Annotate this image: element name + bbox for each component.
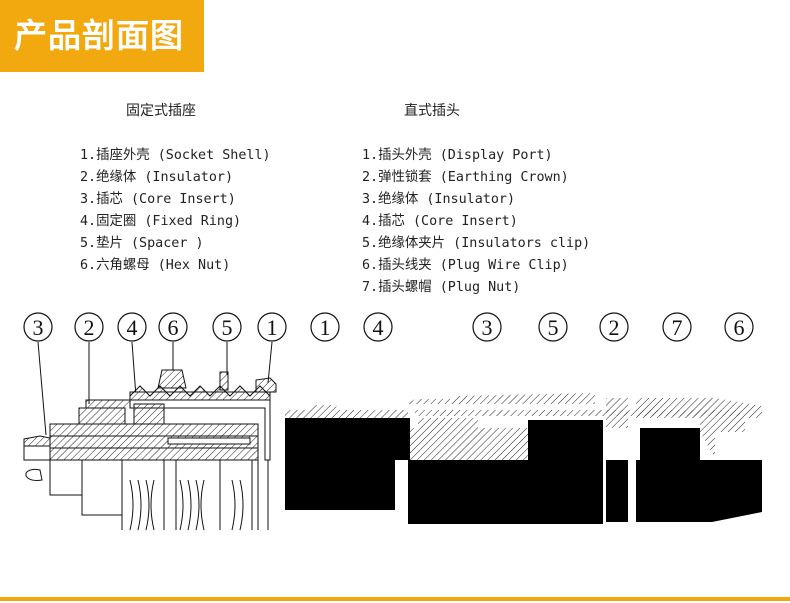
plug-part-item: 7.插头螺帽 (Plug Nut) [362, 280, 521, 295]
socket-drawing [23, 341, 277, 531]
plug-part-item: 3.绝缘体 (Insulator) [362, 192, 516, 207]
plug-title: 直式插头 [404, 103, 460, 119]
plug-callout-5: 5 [538, 312, 568, 342]
svg-text:3: 3 [482, 315, 493, 340]
plug-callout-6: 6 [724, 312, 754, 342]
page-title: 产品剖面图 [14, 16, 184, 55]
plug-callouts: 1 4 3 5 2 7 6 [310, 312, 754, 342]
socket-title: 固定式插座 [126, 103, 196, 119]
plug-callout-7: 7 [662, 312, 692, 342]
plug-part-item: 4.插芯 (Core Insert) [362, 214, 518, 229]
plug-part-item: 6.插头线夹 (Plug Wire Clip) [362, 258, 569, 273]
socket-callout-6: 6 [158, 312, 188, 342]
plug-callout-1: 1 [310, 312, 340, 342]
socket-callout-1: 1 [257, 312, 287, 342]
svg-text:5: 5 [548, 315, 559, 340]
socket-part-item: 6.六角螺母 (Hex Nut) [80, 258, 231, 273]
socket-parts-list: 1.插座外壳 (Socket Shell) 2.绝缘体 (Insulator) … [80, 145, 271, 277]
svg-text:2: 2 [84, 315, 95, 340]
svg-text:1: 1 [267, 315, 278, 340]
svg-text:6: 6 [734, 315, 745, 340]
socket-part-item: 4.固定圈 (Fixed Ring) [80, 214, 242, 229]
svg-text:1: 1 [320, 315, 331, 340]
plug-parts-list: 1.插头外壳 (Display Port) 2.弹性锁套 (Earthing C… [362, 145, 590, 299]
socket-callout-4: 4 [117, 312, 147, 342]
svg-text:2: 2 [609, 315, 620, 340]
svg-text:5: 5 [222, 315, 233, 340]
socket-part-item: 1.插座外壳 (Socket Shell) [80, 148, 271, 163]
plug-callout-3: 3 [472, 312, 502, 342]
socket-callout-5: 5 [212, 312, 242, 342]
socket-callout-2: 2 [74, 312, 104, 342]
plug-part-item: 1.插头外壳 (Display Port) [362, 148, 553, 163]
svg-text:6: 6 [168, 315, 179, 340]
svg-text:4: 4 [127, 315, 138, 340]
socket-callouts: 3 2 4 6 5 1 [23, 312, 287, 342]
plug-callout-2: 2 [599, 312, 629, 342]
socket-part-item: 5.垫片 (Spacer ) [80, 236, 204, 251]
cross-section-drawing: 3 2 4 6 5 1 [23, 312, 762, 531]
svg-text:4: 4 [373, 315, 384, 340]
svg-text:3: 3 [33, 315, 44, 340]
plug-callout-4: 4 [363, 312, 393, 342]
socket-part-item: 2.绝缘体 (Insulator) [80, 170, 234, 185]
plug-part-item: 2.弹性锁套 (Earthing Crown) [362, 170, 569, 185]
socket-callout-3: 3 [23, 312, 53, 342]
header-banner: 产品剖面图 [0, 0, 204, 72]
svg-text:7: 7 [672, 315, 683, 340]
plug-part-item: 5.绝缘体夹片 (Insulators clip) [362, 236, 591, 251]
socket-part-item: 3.插芯 (Core Insert) [80, 192, 236, 207]
bottom-divider [0, 597, 790, 601]
